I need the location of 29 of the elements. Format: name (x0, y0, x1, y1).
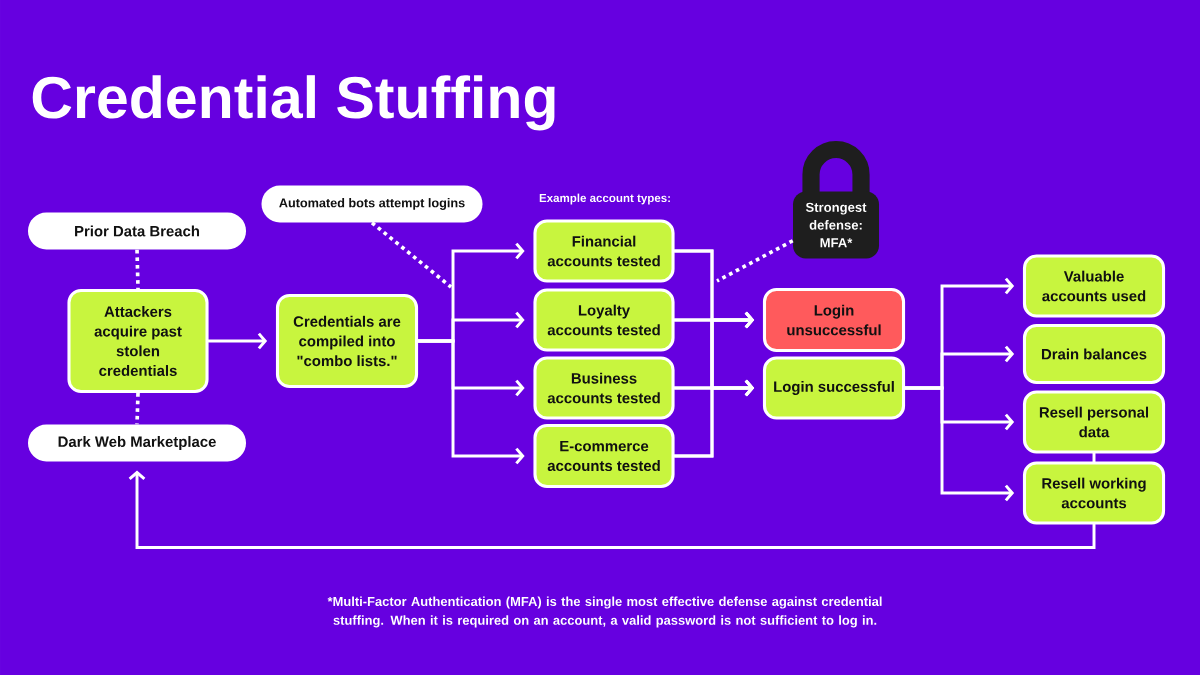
step-box: Loyalty accounts tested (533, 288, 675, 352)
arrow (207, 332, 268, 350)
arrow (903, 386, 1015, 502)
step-box: Login successful (762, 356, 906, 420)
step-box: Financial accounts tested (533, 219, 675, 283)
pill-label: Dark Web Marketplace (28, 424, 247, 462)
step-box: Valuable accounts used (1022, 254, 1166, 318)
step-box: Resell working accounts (1022, 461, 1166, 525)
footnote: *Multi-Factor Authentication (MFA) is the single most effective defense against credential stuffing. When it is required on an account, a valid password is not sufficient to log in. (327, 596, 882, 628)
step-box: Drain balances (1022, 323, 1166, 385)
dotted-line (135, 249, 140, 289)
arrow (128, 470, 1096, 550)
padlock: Strongest defense: MFA* (793, 140, 879, 259)
step-box: Resell personal data (1022, 390, 1166, 454)
arrow (673, 379, 755, 458)
dotted-line (135, 393, 140, 425)
leader-line (370, 221, 453, 289)
leader-line (716, 239, 794, 283)
pill-label: Prior Data Breach (28, 212, 247, 250)
arrow (416, 339, 525, 465)
title: Credential Stuffing (32, 75, 555, 131)
step-box: E-commerce accounts tested (533, 423, 675, 489)
pill-label: Automated bots attempt logins (261, 185, 483, 223)
step-box: Attackers acquire past stolen credentials (67, 288, 209, 394)
section-label: Example account types: (539, 193, 670, 205)
step-box: Credentials are compiled into "combo lists." (275, 293, 419, 389)
connector-line (1092, 452, 1096, 463)
step-box: Login unsuccessful (762, 287, 906, 353)
step-box: Business accounts tested (533, 356, 675, 420)
